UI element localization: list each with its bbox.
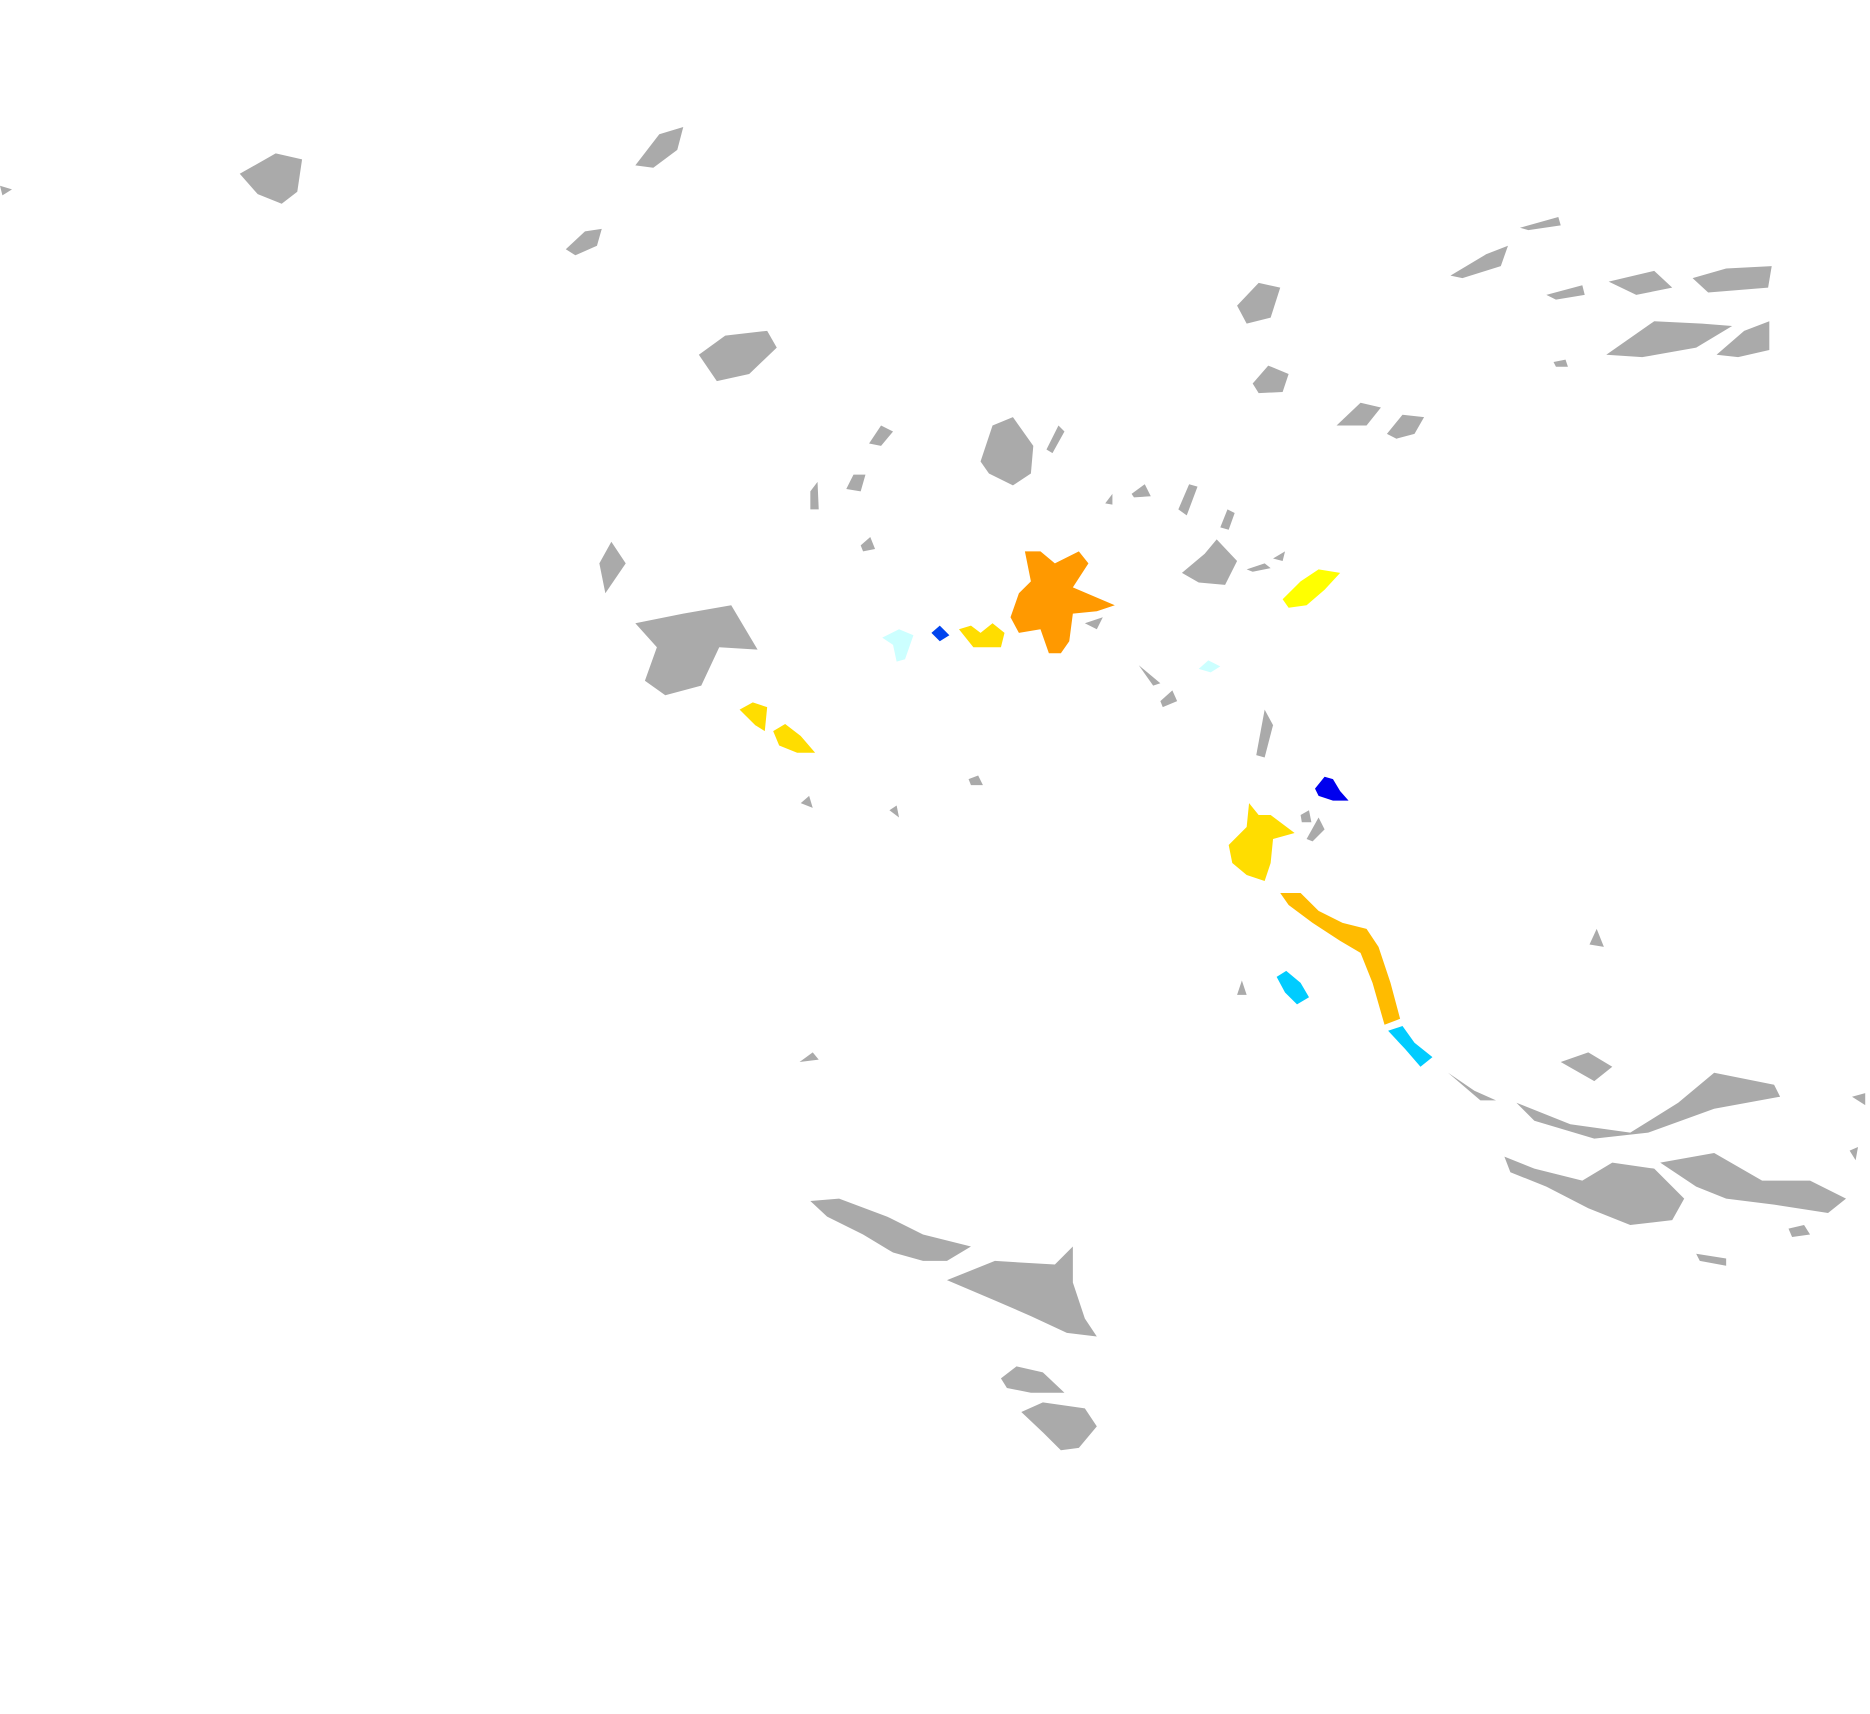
island-blue: [1314, 776, 1349, 801]
island: [1448, 1072, 1496, 1101]
island-royal-blue: [931, 625, 950, 642]
island: [1716, 321, 1770, 358]
island-amber: [1280, 892, 1401, 1025]
island: [565, 228, 602, 256]
island: [1220, 509, 1235, 530]
island: [1852, 1093, 1866, 1106]
island: [1252, 365, 1289, 394]
island: [860, 536, 876, 552]
island: [810, 481, 819, 510]
island-yellow: [1282, 569, 1341, 608]
island: [968, 775, 983, 786]
island: [1519, 216, 1561, 231]
island: [800, 795, 813, 808]
island: [1386, 414, 1425, 439]
island-gold: [958, 623, 1005, 648]
island: [1696, 1253, 1727, 1266]
island: [239, 153, 303, 204]
island: [1138, 665, 1161, 686]
island: [0, 185, 12, 196]
island: [889, 805, 900, 818]
island-light-cyan: [882, 629, 914, 662]
island: [1237, 980, 1247, 995]
island-light-cyan: [1198, 660, 1221, 673]
island: [1160, 690, 1178, 708]
island: [1237, 282, 1281, 324]
island: [946, 1246, 1097, 1337]
island: [1256, 709, 1274, 758]
island: [1504, 1156, 1685, 1225]
island: [1021, 1402, 1097, 1451]
island: [1246, 563, 1271, 572]
island: [1273, 551, 1286, 561]
island: [1660, 1153, 1847, 1213]
island: [1336, 402, 1381, 426]
island-orange: [1010, 551, 1115, 654]
island: [1181, 539, 1238, 585]
island: [869, 425, 894, 446]
island: [1589, 928, 1604, 947]
island: [1105, 493, 1113, 505]
island: [635, 127, 684, 168]
island-sky-blue: [1388, 1026, 1433, 1067]
island: [1450, 245, 1508, 279]
island: [1000, 1366, 1065, 1393]
island: [810, 1198, 971, 1261]
island: [1849, 1147, 1859, 1161]
island: [1560, 1052, 1613, 1082]
island: [1516, 1072, 1781, 1139]
island: [1553, 359, 1568, 367]
island: [698, 330, 777, 382]
island-gold: [773, 723, 816, 753]
island: [1606, 321, 1733, 358]
island-gold: [1228, 803, 1295, 881]
island: [1692, 266, 1772, 293]
island-gold: [739, 702, 768, 732]
island: [846, 474, 866, 492]
island: [1608, 270, 1673, 295]
uncolored-islands: [0, 127, 1866, 1451]
island: [635, 605, 758, 696]
island: [1300, 810, 1312, 823]
island: [599, 541, 626, 594]
highlighted-islands: [739, 551, 1433, 1067]
island: [1131, 484, 1151, 498]
island: [799, 1052, 819, 1062]
island: [1306, 817, 1325, 842]
island: [1178, 484, 1198, 516]
island: [980, 417, 1034, 486]
island: [1084, 617, 1103, 630]
island: [1788, 1224, 1811, 1237]
island-sky-blue: [1276, 970, 1309, 1005]
island: [1046, 425, 1065, 454]
island: [1546, 285, 1585, 300]
